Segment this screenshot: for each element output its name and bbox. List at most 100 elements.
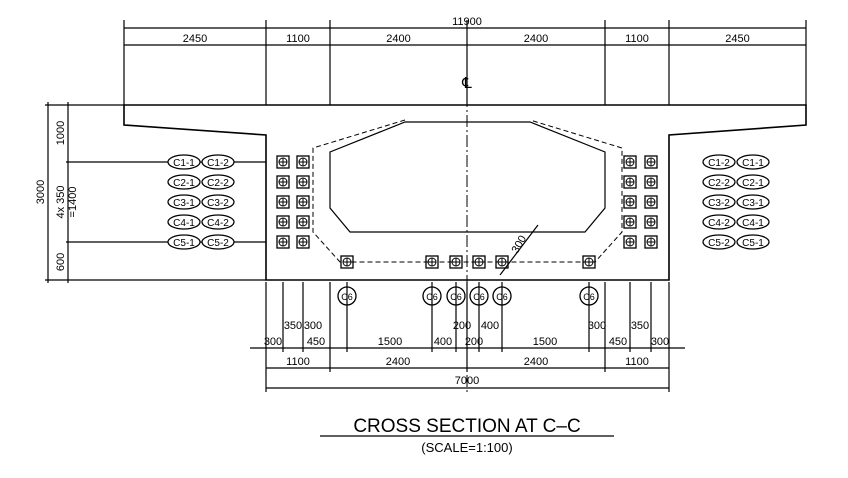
- bottom-overall-label: 7000: [455, 375, 479, 387]
- tendon-label-text: C5-1: [173, 238, 195, 249]
- tendon-label: C1-2: [201, 154, 235, 170]
- bottom-segment-label: 1100: [286, 356, 310, 368]
- tendon-label-text: C3-1: [173, 198, 195, 209]
- drawing-scale: (SCALE=1:100): [421, 440, 512, 455]
- top-segment-label: 2400: [524, 33, 548, 45]
- tendon-label-text: C5-2: [207, 238, 229, 249]
- tendon-label-text: C1-2: [708, 158, 730, 169]
- anchor-box: [623, 195, 637, 209]
- anchor-box: [644, 195, 658, 209]
- anchor-box: [276, 215, 290, 229]
- bottom-dim-upper-label: 300: [588, 320, 606, 332]
- tendon-label: C4-1: [167, 214, 201, 230]
- tendon-label-text: C1-1: [173, 158, 195, 169]
- height-overall-label: 3000: [35, 180, 47, 204]
- bottom-dim-lower-label: 400: [434, 336, 452, 348]
- height-top-label: 1000: [55, 121, 67, 145]
- tendon-label-text: C4-1: [173, 218, 195, 229]
- tendon-label: C1-1: [167, 154, 201, 170]
- tendon-label: C5-2: [702, 234, 736, 250]
- bottom-dim-lower-label: 300: [651, 336, 669, 348]
- anchor-box: [276, 155, 290, 169]
- anchor-box: [644, 235, 658, 249]
- anchor-box: [296, 215, 310, 229]
- top-segment-label: 1100: [286, 33, 310, 45]
- top-segment-label: 2450: [183, 33, 207, 45]
- anchor-box: [623, 175, 637, 189]
- tendon-label: C5-1: [167, 234, 201, 250]
- inner-void: [329, 121, 606, 233]
- bottom-dim-lower-label: 1500: [378, 336, 402, 348]
- tendon-label: C4-2: [702, 214, 736, 230]
- tendon-label: C2-2: [201, 174, 235, 190]
- anchor-box: [296, 195, 310, 209]
- tendon-label-text: C4-1: [742, 218, 764, 229]
- anchor-box: [425, 255, 439, 269]
- drawing-title: CROSS SECTION AT C–C: [353, 416, 580, 437]
- anchor-box: [644, 215, 658, 229]
- tendon-label: C1-1: [736, 154, 770, 170]
- top-segment-label: 2400: [386, 33, 410, 45]
- bottom-dim-lower-label: 450: [609, 336, 627, 348]
- anchor-box: [582, 255, 596, 269]
- tendon-label-text: C2-1: [173, 178, 195, 189]
- tendon-label: C4-2: [201, 214, 235, 230]
- top-segment-label: 2450: [725, 33, 749, 45]
- inclined-dim-label: 300: [510, 234, 530, 256]
- tendon-label: C3-2: [201, 194, 235, 210]
- anchor-box: [644, 175, 658, 189]
- bottom-dim-upper-label: 350: [284, 320, 302, 332]
- bottom-dim-lower-label: 450: [307, 336, 325, 348]
- centerline-symbol: ℄: [461, 75, 472, 92]
- left-dimensions: 3000 1000 4x 350 =1400 600: [35, 102, 266, 283]
- tendon-label-text: C5-1: [742, 238, 764, 249]
- anchor-box: [472, 255, 486, 269]
- bottom-dim-upper-label: 300: [304, 320, 322, 332]
- tendon-label-text: C1-2: [207, 158, 229, 169]
- anchor-box: [276, 195, 290, 209]
- height-bottom-label: 600: [55, 253, 67, 271]
- bottom-segment-label: 1100: [625, 356, 649, 368]
- anchor-box: [623, 235, 637, 249]
- tendon-label-text: C2-2: [708, 178, 730, 189]
- tendon-label-text: C5-2: [708, 238, 730, 249]
- anchor-box: [623, 215, 637, 229]
- bottom-dim-lower-label: 300: [264, 336, 282, 348]
- anchor-box: [495, 255, 509, 269]
- tendon-label-text: C2-1: [742, 178, 764, 189]
- bottom-dim-lower-label: 1500: [533, 336, 557, 348]
- tendon-label: C2-2: [702, 174, 736, 190]
- bottom-dim-lower-label: 200: [465, 336, 483, 348]
- tendon-label-text: C4-2: [708, 218, 730, 229]
- tendon-label: C3-2: [702, 194, 736, 210]
- bottom-segment-label: 2400: [524, 356, 548, 368]
- tendon-label: C3-1: [167, 194, 201, 210]
- tendon-label-text: C3-2: [207, 198, 229, 209]
- height-middle-label-1: 4x 350: [55, 185, 67, 218]
- tendon-label-text: C3-1: [742, 198, 764, 209]
- anchor-box: [449, 255, 463, 269]
- anchor-box: [276, 175, 290, 189]
- bottom-dim-upper-label: 200: [453, 320, 471, 332]
- tendon-label-text: C3-2: [708, 198, 730, 209]
- tendon-label: C3-1: [736, 194, 770, 210]
- tendon-label: C4-1: [736, 214, 770, 230]
- tendon-label: C1-2: [702, 154, 736, 170]
- tendon-label: C2-1: [167, 174, 201, 190]
- anchor-box: [296, 235, 310, 249]
- bottom-dim-upper-label: 350: [631, 320, 649, 332]
- tendon-label-text: C1-1: [742, 158, 764, 169]
- bottom-segment-label: 2400: [386, 356, 410, 368]
- tendon-label: C5-2: [201, 234, 235, 250]
- bottom-dim-upper-label: 400: [481, 320, 499, 332]
- tendon-label: C2-1: [736, 174, 770, 190]
- anchor-box: [296, 155, 310, 169]
- height-middle-label-2: =1400: [67, 187, 79, 218]
- anchor-box: [340, 255, 354, 269]
- top-segment-label: 1100: [625, 33, 649, 45]
- anchor-box: [276, 235, 290, 249]
